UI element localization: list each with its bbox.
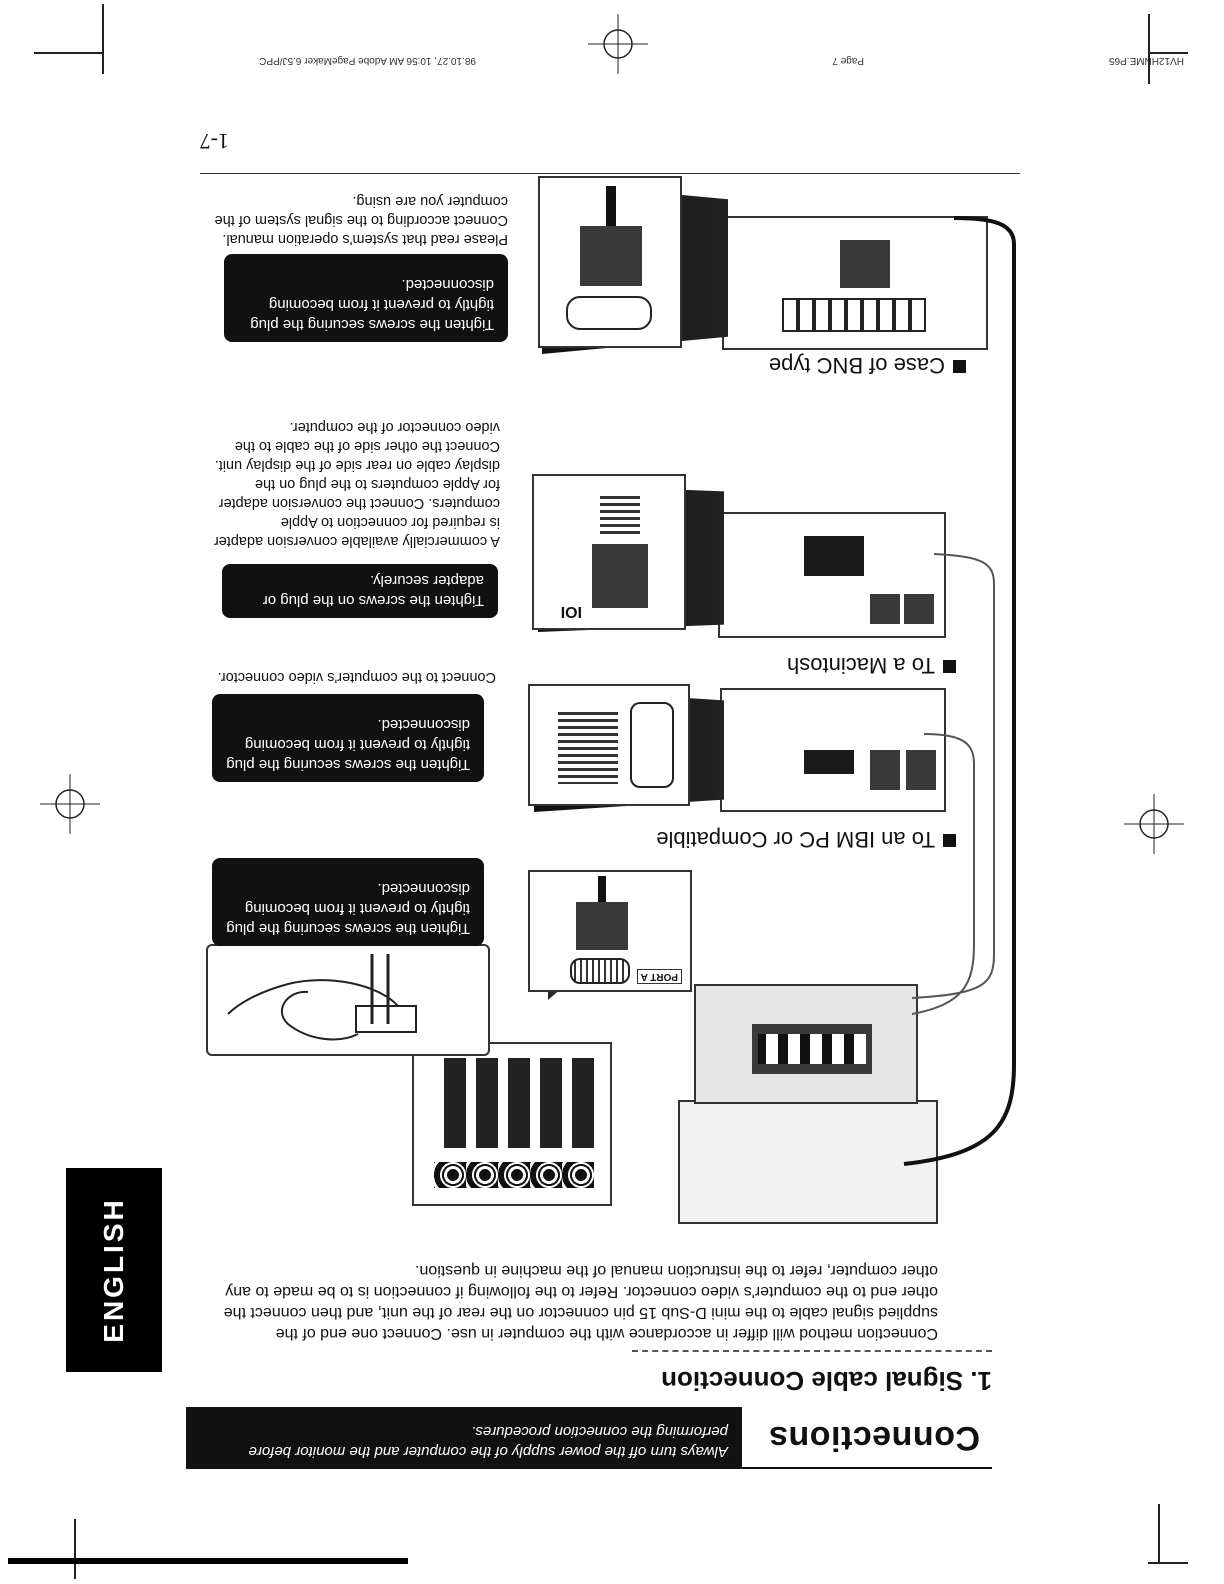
hand-icon	[227, 954, 417, 1041]
crop-mark	[1148, 1562, 1188, 1564]
file-name: HV12HNME.P65	[1108, 55, 1184, 66]
video-port	[804, 750, 854, 774]
bnc-note: Please read that system's operation manu…	[214, 193, 508, 247]
ibm-note: Connect to the computer's video connecto…	[217, 669, 496, 685]
registration-mark-icon	[40, 774, 100, 834]
page-number: 1-7	[199, 129, 229, 154]
crop-mark	[34, 52, 104, 54]
port-row	[758, 1034, 866, 1064]
mac-video-port	[804, 536, 864, 576]
bnc-port-oval-icon	[566, 296, 652, 330]
callout-mac-screws: Tighten the screws on the plug or adapte…	[222, 564, 498, 618]
header: Connections Always turn off the power su…	[186, 1405, 992, 1469]
ibm-connector-detail: PORT A	[528, 870, 692, 992]
page-label: Page 7	[832, 55, 864, 66]
section-divider	[632, 1350, 992, 1352]
mac-adapter-detail: IOI	[532, 474, 686, 630]
callout-tighten-screws: Tighten the screws securing the plug tig…	[212, 858, 484, 946]
intro-paragraph: Connection method will differ in accorda…	[223, 1262, 938, 1342]
ibm-vga-plug-icon	[558, 708, 618, 784]
page-title: Connections	[768, 1419, 980, 1457]
crop-mark	[1148, 52, 1188, 54]
bnc-plugs	[434, 1058, 594, 1148]
mac-adapter-icon	[592, 544, 648, 608]
bnc-sockets	[434, 1162, 594, 1188]
bnc-plug-small	[840, 240, 890, 288]
bnc-plug-icon	[580, 226, 642, 286]
mac-plug-icon	[600, 492, 640, 538]
hand-tighten-illustration	[206, 944, 490, 1056]
crop-mark	[74, 1519, 76, 1579]
ibm-plug-detail	[528, 684, 690, 806]
footer-rule	[200, 173, 1020, 174]
callout-bnc-screws: Tighten the screws securing the plug tig…	[224, 254, 508, 342]
crop-mark	[1148, 14, 1150, 84]
plug-cable	[598, 876, 606, 902]
mac-io-icon: IOI	[560, 603, 582, 620]
language-tab: ENGLISH	[66, 1168, 162, 1372]
dsub-plug-icon	[576, 902, 628, 950]
dsub-port-icon	[570, 958, 630, 984]
print-timestamp: 98.10.27, 10:56 AM Adobe PageMaker 6.5J/…	[259, 55, 476, 66]
port-a-label: PORT A	[636, 969, 682, 984]
bnc-plug-detail	[538, 176, 682, 348]
signal-cable-lines	[903, 216, 1016, 1166]
registration-mark-icon	[588, 14, 648, 74]
language-label: ENGLISH	[98, 1197, 129, 1343]
warning-banner: Always turn off the power supply of the …	[186, 1407, 742, 1467]
section-title: 1. Signal cable Connection	[661, 1366, 992, 1396]
crop-mark	[8, 1558, 408, 1564]
mac-note: A commercially available conversion adap…	[213, 419, 500, 549]
registration-mark-icon	[1124, 794, 1184, 854]
ibm-vga-port-icon	[630, 702, 674, 788]
crop-mark	[1158, 1504, 1160, 1564]
bnc-cable	[606, 186, 616, 226]
crop-mark	[102, 4, 104, 74]
callout-ibm-screws: Tighten the screws securing the plug tig…	[212, 694, 484, 782]
bnc-panel-illustration	[412, 1042, 612, 1206]
